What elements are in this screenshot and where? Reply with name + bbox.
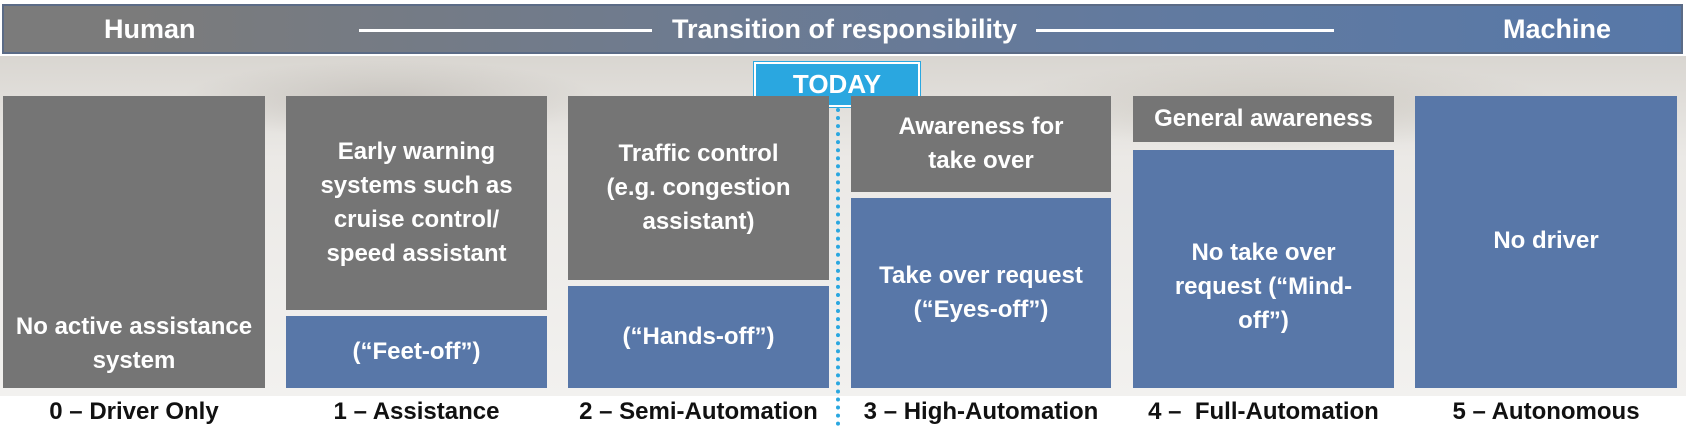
- level-3-label: 3 – High-Automation: [863, 398, 1099, 425]
- level-2-main-box: (“Hands-off”): [568, 286, 829, 388]
- level-3-top-text: Awareness for take over: [898, 113, 1064, 174]
- level-3-top-box: Awareness for take over: [851, 96, 1111, 192]
- level-1-main-text: (“Feet-off”): [352, 338, 481, 365]
- level-5-main-text: No driver: [1493, 227, 1599, 254]
- responsibility-header-bar: Human Transition of responsibility Machi…: [2, 4, 1683, 54]
- level-5-label: 5 – Autonomous: [1452, 398, 1640, 425]
- level-4-top-box: General awareness: [1133, 96, 1394, 142]
- level-2-label: 2 – Semi-Automation: [579, 398, 818, 425]
- header-arrow-line-right: [1036, 29, 1334, 32]
- level-4-main-text: No take over request (“Mind-off”): [1174, 239, 1353, 334]
- level-4-top-text: General awareness: [1154, 105, 1373, 132]
- level-4-main-box: No take over request (“Mind-off”): [1133, 150, 1394, 388]
- level-3-main-text: Take over request (“Eyes-off”): [879, 262, 1083, 323]
- today-divider-line: [836, 108, 840, 426]
- level-1-top-box: Early warning systems such as cruise con…: [286, 96, 547, 310]
- header-human-label: Human: [104, 14, 196, 44]
- level-4-label: 4 – Full-Automation: [1148, 398, 1379, 425]
- level-1-top-text: Early warning systems such as cruise con…: [320, 138, 513, 267]
- level-2-main-text: (“Hands-off”): [622, 323, 775, 350]
- level-3-main-box: Take over request (“Eyes-off”): [851, 198, 1111, 388]
- level-2-top-text: Traffic control (e.g. congestion assista…: [606, 140, 791, 235]
- level-0-label: 0 – Driver Only: [49, 398, 219, 425]
- level-5-main-box: No driver: [1415, 96, 1677, 388]
- background-photo: [0, 56, 1686, 396]
- level-2-top-box: Traffic control (e.g. congestion assista…: [568, 96, 829, 280]
- header-transition-label: Transition of responsibility: [671, 14, 1018, 44]
- header-machine-label: Machine: [1502, 14, 1611, 44]
- header-arrow-line-left: [359, 29, 652, 32]
- level-1-label: 1 – Assistance: [333, 398, 500, 425]
- level-1-main-box: (“Feet-off”): [286, 316, 547, 388]
- level-0-main-box: No active assistance system: [3, 96, 265, 388]
- level-0-main-text: No active assistance system: [15, 313, 253, 374]
